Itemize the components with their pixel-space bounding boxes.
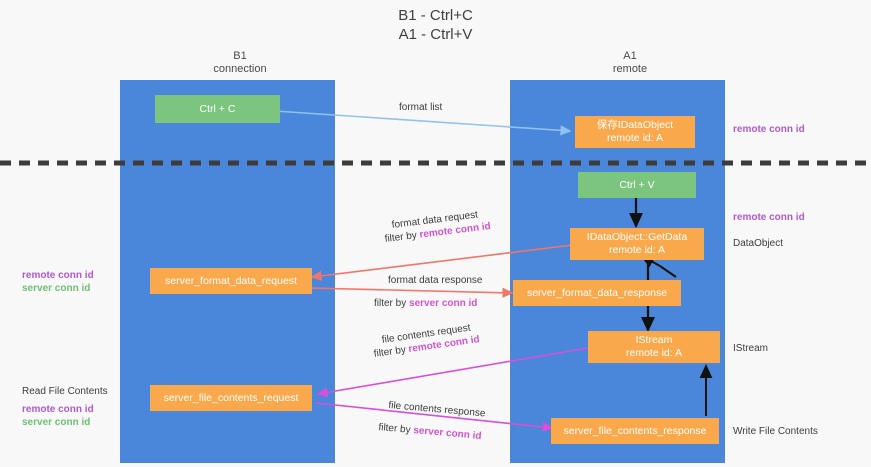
- filter-prefix: filter by: [384, 229, 421, 245]
- annotation-left-read-file-contents: Read File Contents: [22, 386, 108, 397]
- annotation-left-server-conn-id-bot: server conn id: [22, 417, 91, 428]
- annotation-right-write-file-contents: Write File Contents: [733, 426, 818, 437]
- filter-prefix: filter by: [377, 421, 414, 437]
- edge-label-file-contents-response-filter: filter by server conn id: [378, 421, 482, 444]
- node-save-idataobject[interactable]: 保存IDataObject remote id: A: [575, 116, 695, 148]
- annotation-left-conn-ids-bot: remote conn id server conn id: [22, 403, 94, 429]
- annotation-left-server-conn-id-mid: server conn id: [22, 283, 91, 294]
- node-server-file-contents-request[interactable]: server_file_contents_request: [150, 385, 312, 411]
- annotation-right-remote-conn-id-top: remote conn id: [733, 124, 805, 135]
- annotation-right-remote-conn-id-mid: remote conn id: [733, 212, 805, 223]
- filter-prefix: filter by: [374, 298, 410, 309]
- node-ctrl-c[interactable]: Ctrl + C: [155, 95, 280, 123]
- annotation-left-remote-conn-id-bot: remote conn id: [22, 404, 94, 415]
- node-server-format-data-response[interactable]: server_format_data_response: [513, 280, 681, 306]
- page-title: B1 - Ctrl+C A1 - Ctrl+V: [398, 7, 473, 43]
- filter-key-server-conn-id: server conn id: [409, 298, 478, 309]
- node-idataobject-getdata[interactable]: IDataObject::GetData remote id: A: [570, 228, 704, 260]
- annotation-right-dataobject: DataObject: [733, 238, 784, 249]
- column-header-b1: B1 connection: [213, 50, 267, 75]
- annotation-left-conn-ids-mid: remote conn id server conn id: [22, 269, 94, 295]
- filter-key-server-conn-id: server conn id: [412, 425, 482, 442]
- node-server-file-contents-response[interactable]: server_file_contents_response: [551, 418, 719, 444]
- column-header-a1: A1 remote: [612, 50, 648, 75]
- edge-label-format-data-response-filter: filter by server conn id: [374, 297, 477, 311]
- annotation-left-remote-conn-id-mid: remote conn id: [22, 270, 94, 281]
- node-ctrl-v[interactable]: Ctrl + V: [578, 172, 696, 198]
- node-server-format-data-request[interactable]: server_format_data_request: [150, 268, 312, 294]
- edge-label-file-contents-response: file contents response: [387, 399, 486, 420]
- edge-label-format-data-response: format data response: [388, 275, 483, 286]
- node-istream[interactable]: IStream remote id: A: [588, 331, 720, 363]
- filter-prefix: filter by: [373, 344, 410, 360]
- edge-label-format-list: format list: [399, 102, 443, 113]
- annotation-right-istream: IStream: [733, 343, 769, 354]
